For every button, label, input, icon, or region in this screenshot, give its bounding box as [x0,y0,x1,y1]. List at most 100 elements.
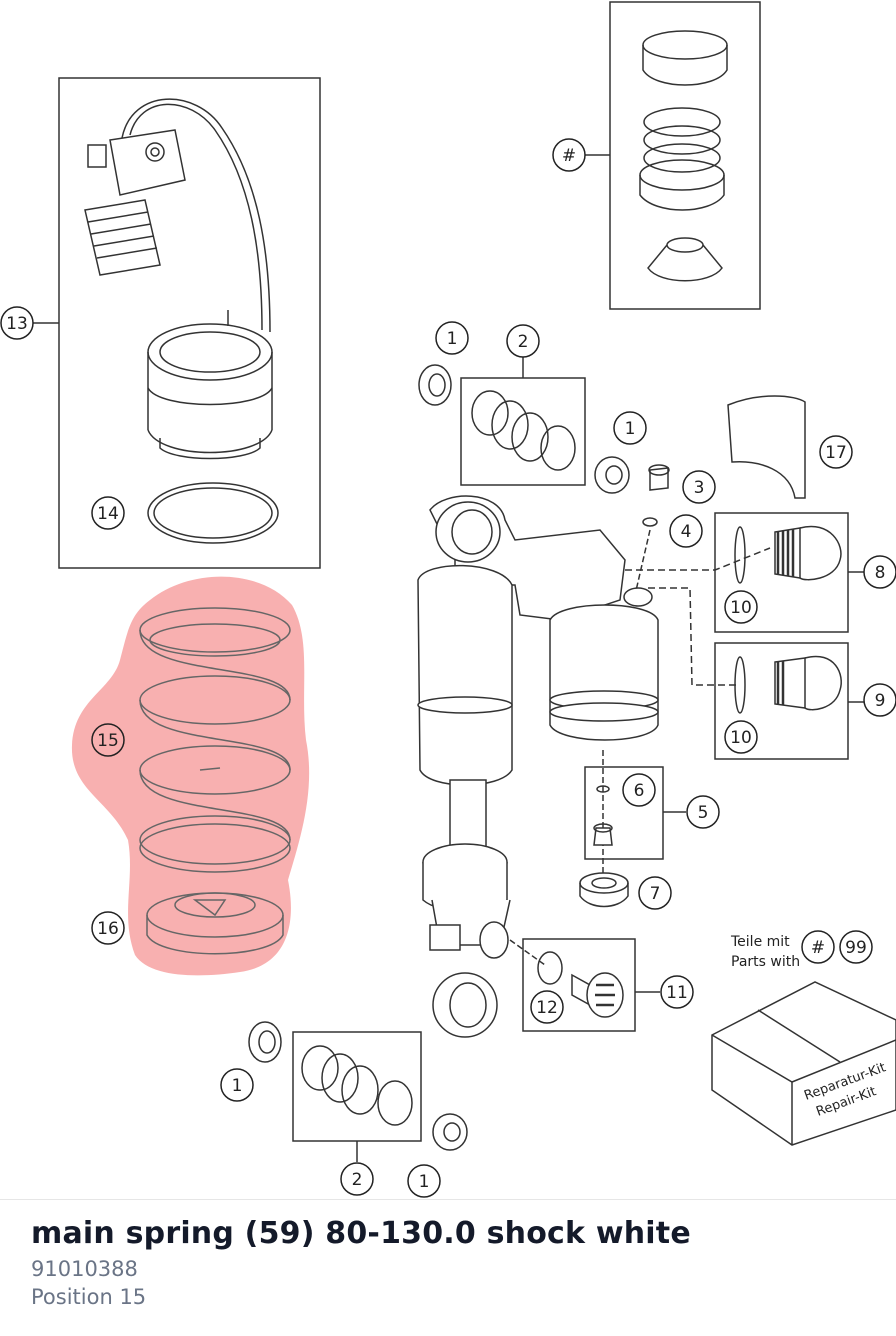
callout-label: 99 [845,938,867,958]
ring-14-drawing [147,482,279,544]
callout-label: 1 [625,419,636,439]
callout-circle [638,876,672,910]
callout-99[interactable]: 99 [839,930,873,964]
callout-label: 1 [232,1076,243,1096]
callout-6[interactable]: 6 [622,773,656,807]
callout-label: 4 [681,522,692,542]
callout-label: 10 [730,728,752,748]
box-reservoir-assembly [58,77,321,569]
callout-label: 9 [875,691,886,711]
reservoir-drawing [84,98,273,460]
callout-circle [660,975,694,1009]
shock-body-drawing [417,495,659,1038]
callout-1[interactable]: 1 [407,1164,441,1198]
valve-8-drawing [734,525,842,584]
callout-5[interactable]: 5 [686,795,720,829]
callout-7[interactable]: 7 [638,876,672,910]
callout-10[interactable]: 10 [724,590,758,624]
callout-circle [435,321,469,355]
callout-label: 8 [875,563,886,583]
callout-circle [0,306,34,340]
box-adjuster-11 [522,938,636,1032]
callout-14[interactable]: 14 [91,496,125,530]
callout-circle [530,990,564,1024]
callout-3[interactable]: 3 [682,470,716,504]
callout-label: 17 [825,443,847,463]
callout-15[interactable]: 15 [91,723,125,757]
callout-circle [819,435,853,469]
kit-note-line-1: Teile mit [730,934,790,950]
callout-circle [622,773,656,807]
callout-circle [863,683,896,717]
callout-circle [340,1162,374,1196]
bushing-top-drawing [471,390,576,471]
callout-circle [801,930,835,964]
callout-hash[interactable]: # [801,930,835,964]
callout-circle [839,930,873,964]
callout-label: 1 [447,329,458,349]
callout-12[interactable]: 12 [530,990,564,1024]
callout-4[interactable]: 4 [669,514,703,548]
callout-circle [91,723,125,757]
callout-label: 13 [6,314,28,334]
part-info-panel: main spring (59) 80-130.0 shock white 91… [0,1199,896,1336]
callout-label: 1 [419,1172,430,1192]
callout-circle [91,496,125,530]
callout-label: # [811,938,825,958]
callout-label: 15 [97,731,119,751]
callout-circle [613,411,647,445]
callout-label: # [562,146,576,166]
callout-13[interactable]: 13 [0,306,34,340]
callout-8[interactable]: 8 [863,555,896,589]
shield-17-drawing [727,395,806,499]
callout-10[interactable]: 10 [724,720,758,754]
spring-seat-drawing[interactable] [146,892,284,955]
exploded-parts-diagram: Reparatur-Kit Repair-Kit Teile mit Parts… [0,1,896,1198]
callout-label: 14 [97,504,119,524]
kit-note-line-2: Parts with [731,954,800,970]
callout-16[interactable]: 16 [91,911,125,945]
callout-circle [220,1068,254,1102]
callout-label: 7 [650,884,661,904]
callout-label: 2 [352,1170,363,1190]
callout-circle [686,795,720,829]
box-seal-kit [609,1,761,310]
callout-circle [552,138,586,172]
callout-circle [669,514,703,548]
part-number: 91010388 [31,1257,138,1281]
callout-1[interactable]: 1 [435,321,469,355]
callout-label: 2 [518,332,529,352]
part-title: main spring (59) 80-130.0 shock white [31,1216,691,1251]
callout-circle [91,911,125,945]
callout-2[interactable]: 2 [506,324,540,358]
seal-kit-drawing [639,30,728,282]
callout-11[interactable]: 11 [660,975,694,1009]
callout-2[interactable]: 2 [340,1162,374,1196]
callout-label: 11 [666,983,688,1003]
callout-label: 6 [634,781,645,801]
bushing-bottom-drawing [301,1045,413,1126]
callout-1[interactable]: 1 [220,1068,254,1102]
callout-circle [506,324,540,358]
callout-label: 16 [97,919,119,939]
callout-9[interactable]: 9 [863,683,896,717]
callout-label: 10 [730,598,752,618]
callout-label: 12 [536,998,558,1018]
callout-1[interactable]: 1 [613,411,647,445]
callout-circle [724,590,758,624]
main-spring-drawing[interactable] [139,607,291,873]
box-valve-9 [714,642,849,760]
callout-circle [682,470,716,504]
callout-17[interactable]: 17 [819,435,853,469]
callout-label: 3 [694,478,705,498]
callout-label: 5 [698,803,709,823]
selected-part-highlight[interactable] [71,576,310,976]
part-position: Position 15 [31,1285,147,1309]
box-valve-5 [584,766,664,860]
callout-circle [724,720,758,754]
callout-circle [407,1164,441,1198]
callout-hash[interactable]: # [552,138,586,172]
callout-circle [863,555,896,589]
repair-kit-drawing [711,981,896,1146]
